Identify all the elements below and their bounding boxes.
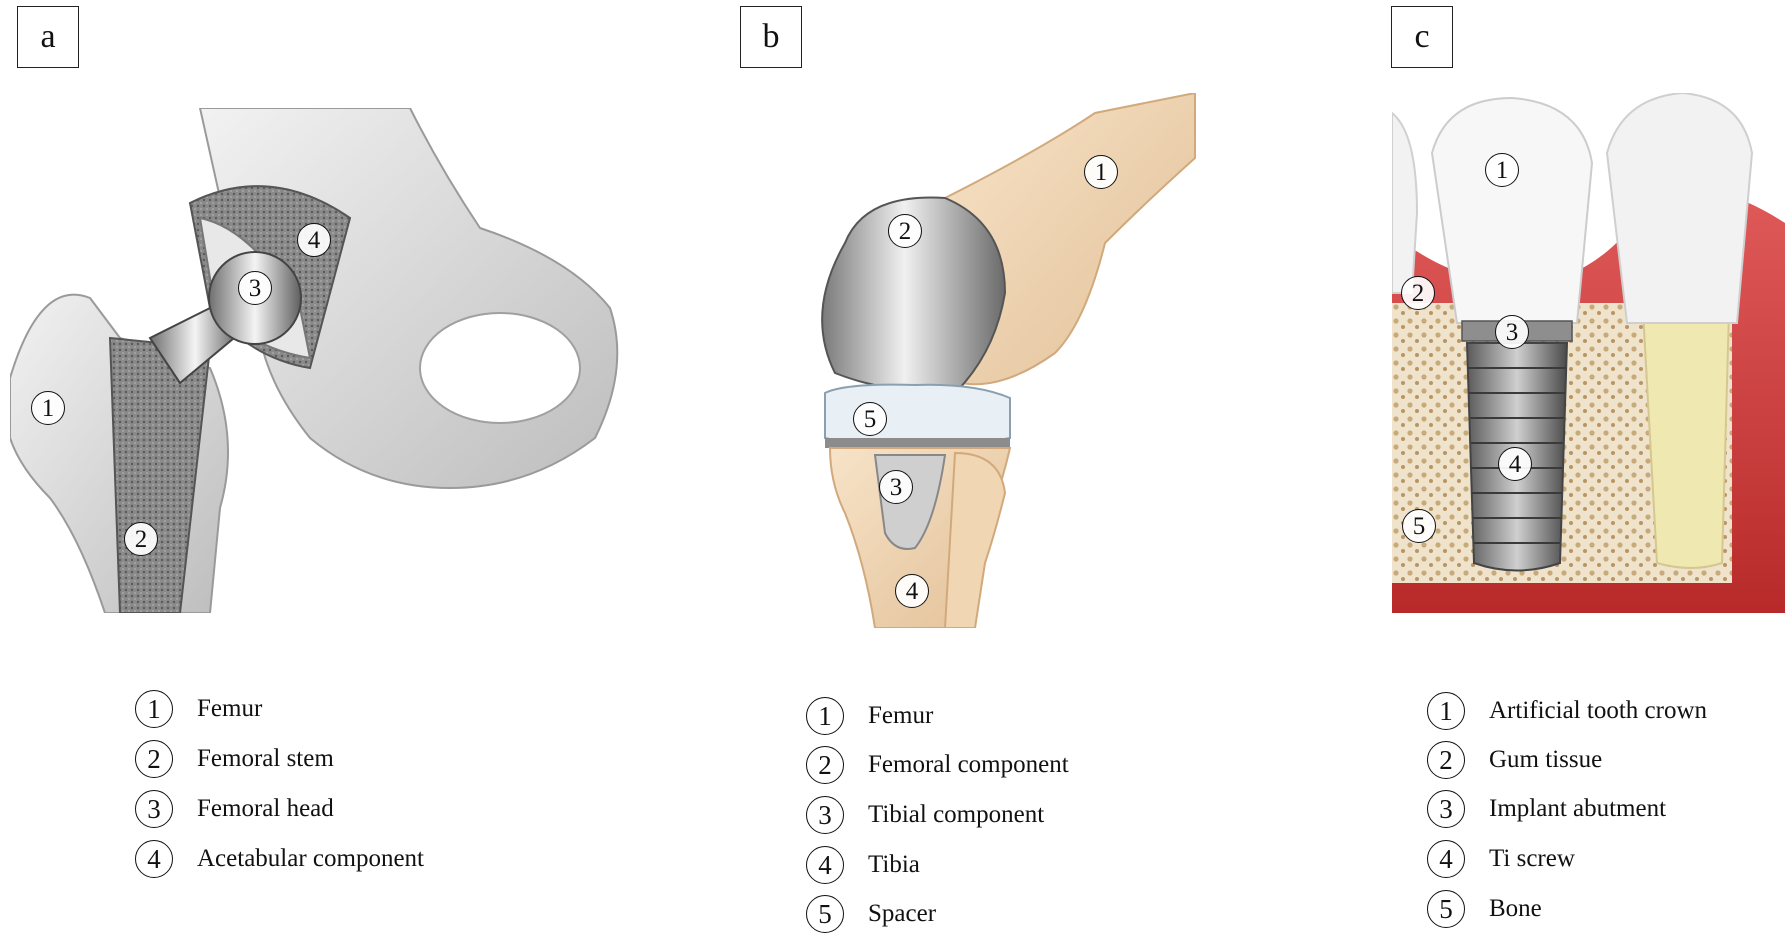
legend-number: 1 — [135, 690, 173, 728]
legend-number: 3 — [1427, 790, 1465, 828]
legend-item: 4 Ti screw — [1427, 840, 1575, 878]
legend-item: 4 Tibia — [806, 846, 920, 884]
legend-label: Tibial component — [868, 801, 1044, 829]
legend-number: 1 — [806, 697, 844, 735]
legend-number: 1 — [1427, 692, 1465, 730]
legend-label: Ti screw — [1489, 845, 1575, 873]
marker-a-1: 1 — [31, 391, 65, 425]
marker-a-3: 3 — [238, 271, 272, 305]
hip-implant-illustration — [10, 108, 640, 613]
legend-number: 2 — [806, 746, 844, 784]
marker-c-4: 4 — [1498, 447, 1532, 481]
legend-item: 1 Artificial tooth crown — [1427, 692, 1707, 730]
marker-b-4: 4 — [895, 574, 929, 608]
legend-item: 2 Femoral component — [806, 746, 1069, 784]
legend-number: 3 — [806, 796, 844, 834]
legend-number: 5 — [806, 895, 844, 933]
legend-item: 3 Implant abutment — [1427, 790, 1666, 828]
marker-c-5: 5 — [1402, 509, 1436, 543]
legend-label: Femoral component — [868, 751, 1069, 779]
legend-number: 5 — [1427, 890, 1465, 928]
legend-item: 3 Femoral head — [135, 790, 334, 828]
legend-number: 4 — [1427, 840, 1465, 878]
legend-label: Femur — [868, 702, 933, 730]
legend-item: 1 Femur — [806, 697, 933, 735]
legend-label: Acetabular component — [197, 845, 424, 873]
legend-item: 3 Tibial component — [806, 796, 1044, 834]
legend-label: Tibia — [868, 851, 920, 879]
panel-a-letter: a — [17, 6, 79, 68]
legend-label: Gum tissue — [1489, 746, 1602, 774]
legend-item: 2 Gum tissue — [1427, 741, 1602, 779]
legend-label: Femoral head — [197, 795, 334, 823]
legend-number: 2 — [1427, 741, 1465, 779]
legend-item: 2 Femoral stem — [135, 740, 334, 778]
marker-a-4: 4 — [297, 223, 331, 257]
legend-label: Bone — [1489, 895, 1542, 923]
marker-c-1: 1 — [1485, 153, 1519, 187]
marker-b-2: 2 — [888, 214, 922, 248]
knee-implant-illustration — [805, 93, 1205, 628]
legend-label: Implant abutment — [1489, 795, 1666, 823]
marker-b-1: 1 — [1084, 155, 1118, 189]
legend-item: 5 Bone — [1427, 890, 1542, 928]
legend-number: 4 — [135, 840, 173, 878]
dental-implant-illustration — [1392, 93, 1785, 613]
legend-label: Artificial tooth crown — [1489, 697, 1707, 725]
legend-item: 5 Spacer — [806, 895, 936, 933]
legend-item: 4 Acetabular component — [135, 840, 424, 878]
marker-c-2: 2 — [1401, 276, 1435, 310]
marker-c-3: 3 — [1495, 315, 1529, 349]
legend-label: Spacer — [868, 900, 936, 928]
legend-label: Femur — [197, 695, 262, 723]
marker-b-5: 5 — [853, 402, 887, 436]
legend-number: 2 — [135, 740, 173, 778]
marker-b-3: 3 — [879, 470, 913, 504]
legend-label: Femoral stem — [197, 745, 334, 773]
legend-number: 3 — [135, 790, 173, 828]
marker-a-2: 2 — [124, 522, 158, 556]
legend-number: 4 — [806, 846, 844, 884]
panel-b-letter: b — [740, 6, 802, 68]
panel-c-letter: c — [1391, 6, 1453, 68]
legend-item: 1 Femur — [135, 690, 262, 728]
